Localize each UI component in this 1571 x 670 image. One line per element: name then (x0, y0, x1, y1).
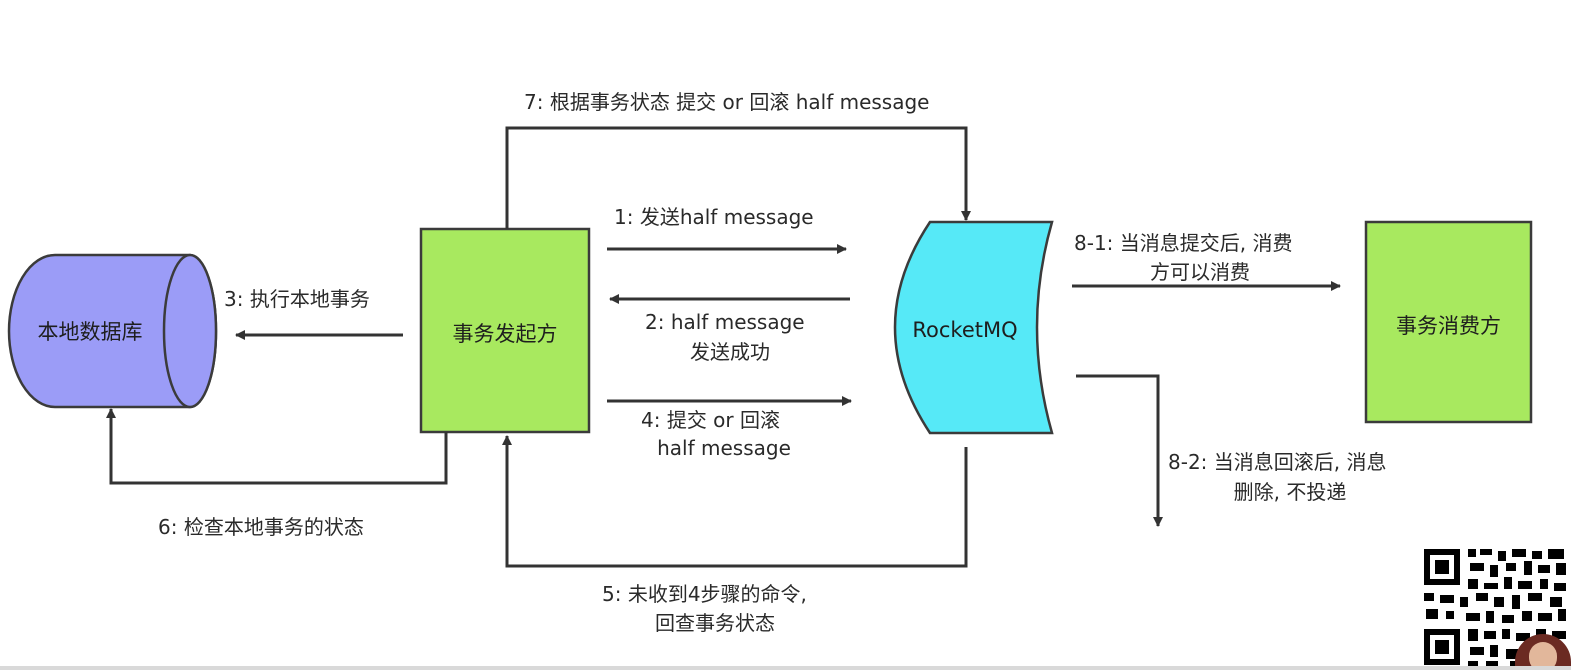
step8-1-label-line1: 8-1: 当消息提交后, 消费 (1074, 231, 1293, 255)
step8-1-label-line2: 方可以消费 (1150, 260, 1250, 284)
step8-2-label-line1: 8-2: 当消息回滚后, 消息 (1168, 450, 1387, 474)
step6-label: 6: 检查本地事务的状态 (158, 515, 364, 539)
step5-label-line1: 5: 未收到4步骤的命令, (602, 582, 807, 606)
step4-label-line2: half message (657, 436, 791, 460)
step5-arrow (502, 435, 968, 568)
step4-label-line1: 4: 提交 or 回滚 (641, 408, 780, 432)
step8-2-arrow (1076, 374, 1163, 527)
bottom-divider (0, 666, 1571, 670)
producer-node (419, 227, 591, 434)
consumer-node (1364, 220, 1533, 424)
step7-label: 7: 根据事务状态 提交 or 回滚 half message (524, 90, 930, 114)
rocketmq-label: RocketMQ (912, 318, 1018, 342)
step7-arrow (505, 126, 971, 229)
step5-label-line2: 回查事务状态 (655, 611, 775, 635)
rocketmq-node (893, 220, 1054, 435)
step3-label: 3: 执行本地事务 (224, 287, 370, 311)
step2-label-line1: 2: half message (645, 310, 805, 334)
avatar (1515, 634, 1571, 670)
step1-label: 1: 发送half message (614, 205, 814, 229)
consumer-label: 事务消费方 (1396, 314, 1501, 338)
producer-label: 事务发起方 (452, 322, 558, 346)
step8-2-label-line2: 删除, 不投递 (1233, 480, 1347, 504)
local-database-label: 本地数据库 (37, 320, 143, 344)
local-database-node (7, 253, 218, 409)
step6-arrow (106, 408, 448, 485)
step2-label-line2: 发送成功 (690, 340, 770, 364)
